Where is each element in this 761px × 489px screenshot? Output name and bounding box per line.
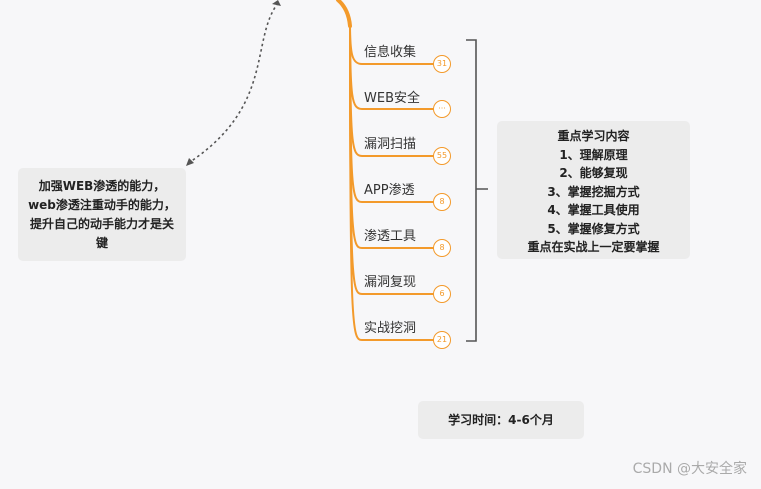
bracket bbox=[466, 39, 488, 342]
branch-line bbox=[349, 23, 435, 341]
right-note-item: 5、掌握修复方式 bbox=[547, 221, 640, 236]
branch-label[interactable]: APP渗透 bbox=[364, 183, 415, 198]
branch-label[interactable]: 信息收集 bbox=[364, 45, 417, 60]
trunk-line bbox=[336, 0, 352, 28]
branch-label[interactable]: 渗透工具 bbox=[364, 229, 417, 244]
time-note-text: 学习时间：4-6个月 bbox=[448, 413, 554, 427]
left-note: 加强WEB渗透的能力，web渗透注重动手的能力，提升自己的动手能力才是关键 bbox=[18, 168, 186, 261]
branch-count-badge[interactable]: ··· bbox=[433, 100, 451, 118]
branch-label[interactable]: 漏洞复现 bbox=[364, 275, 417, 290]
branch-label[interactable]: 漏洞扫描 bbox=[364, 137, 417, 152]
right-note-item: 重点在实战上一定要掌握 bbox=[527, 240, 660, 254]
branch-count-badge[interactable]: 55 bbox=[433, 147, 451, 165]
branch-label[interactable]: 实战挖洞 bbox=[364, 321, 417, 336]
branch-count-badge[interactable]: 6 bbox=[433, 285, 451, 303]
branch-label[interactable]: WEB安全 bbox=[364, 91, 420, 106]
right-note-item: 3、掌握挖掘方式 bbox=[547, 184, 640, 199]
time-note: 学习时间：4-6个月 bbox=[418, 401, 584, 439]
right-note-item: 1、理解原理 bbox=[559, 147, 628, 162]
branch-curves bbox=[336, 0, 435, 341]
branch-count-badge[interactable]: 8 bbox=[433, 239, 451, 257]
dotted-link bbox=[189, 2, 279, 163]
branch-count-badge[interactable]: 8 bbox=[433, 193, 451, 211]
watermark: CSDN @大安全家 bbox=[632, 461, 747, 477]
branch-count-badge[interactable]: 21 bbox=[433, 331, 451, 349]
right-note-item: 4、掌握工具使用 bbox=[547, 203, 640, 217]
right-note-item: 2、能够复现 bbox=[559, 166, 628, 180]
dotted-link-arrow-bottom bbox=[186, 158, 194, 166]
branch-count-badge[interactable]: 31 bbox=[433, 55, 451, 73]
right-note-title: 重点学习内容 bbox=[557, 129, 630, 143]
right-note: 重点学习内容 1、理解原理 2、能够复现 3、掌握挖掘方式 4、掌握工具使用 5… bbox=[497, 121, 690, 259]
dotted-link-arrow-top bbox=[272, 0, 281, 6]
left-note-text: 加强WEB渗透的能力，web渗透注重动手的能力，提升自己的动手能力才是关键 bbox=[28, 179, 176, 250]
